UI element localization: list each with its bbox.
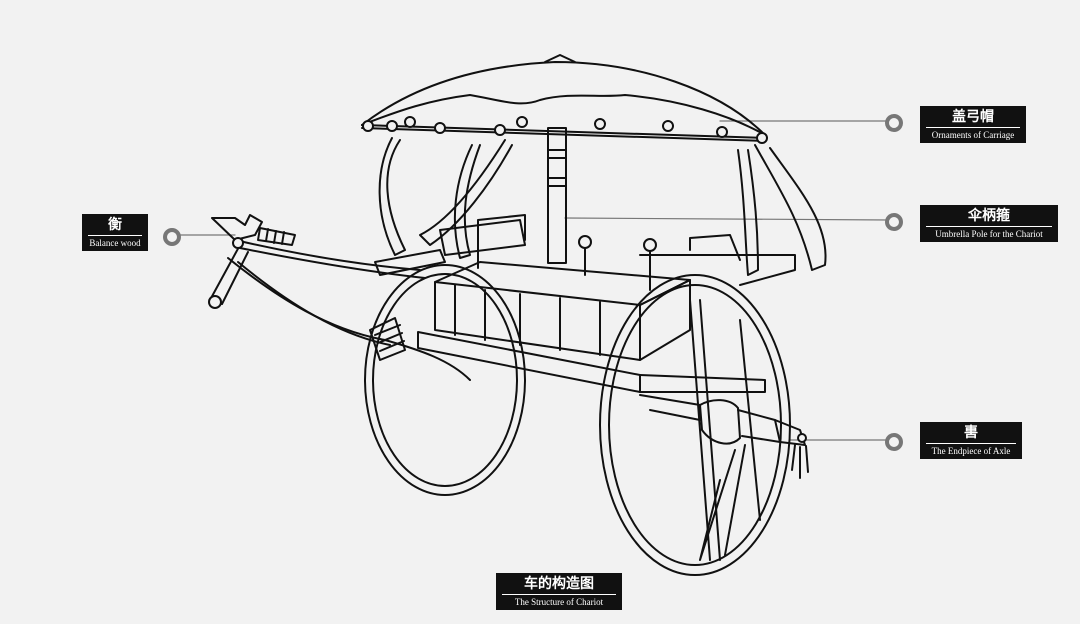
umbrella-pole-label-en: Umbrella Pole for the Chariot — [935, 229, 1043, 239]
canopy — [361, 54, 768, 144]
axle-endpiece-label-en: The Endpiece of Axle — [931, 446, 1011, 456]
umbrella-pole-label-zh: 伞柄箍 — [926, 208, 1052, 227]
balance-wood-label-zh: 衡 — [88, 217, 142, 236]
balance-wood-label: 衡 Balance wood — [82, 214, 148, 251]
umbrella-pole-label: 伞柄箍 Umbrella Pole for the Chariot — [920, 205, 1058, 242]
umbrella-pole-marker[interactable] — [885, 213, 903, 231]
ornaments-label-zh: 盖弓帽 — [926, 109, 1020, 128]
axle-endpiece — [639, 394, 809, 479]
ribbons — [374, 137, 827, 276]
diagram-title-en: The Structure of Chariot — [514, 597, 604, 607]
ornaments-marker[interactable] — [885, 114, 903, 132]
ornaments-label: 盖弓帽 Ornaments of Carriage — [920, 106, 1026, 143]
carriage-box — [417, 214, 796, 393]
balance-wood-label-en: Balance wood — [89, 238, 141, 248]
ornaments-label-en: Ornaments of Carriage — [931, 130, 1015, 140]
front-wheel — [599, 274, 791, 576]
axle-endpiece-label: 軎 The Endpiece of Axle — [920, 422, 1022, 459]
diagram-title-zh: 车的构造图 — [502, 576, 616, 595]
diagram-title: 车的构造图 The Structure of Chariot — [496, 573, 622, 610]
umbrella-pole — [547, 127, 567, 264]
balance-wood-marker[interactable] — [163, 228, 181, 246]
rear-wheel — [364, 264, 526, 496]
axle-endpiece-marker[interactable] — [885, 433, 903, 451]
shaft-and-yoke — [208, 214, 471, 381]
axle-endpiece-label-zh: 軎 — [926, 425, 1016, 444]
leader-lines — [174, 120, 891, 441]
